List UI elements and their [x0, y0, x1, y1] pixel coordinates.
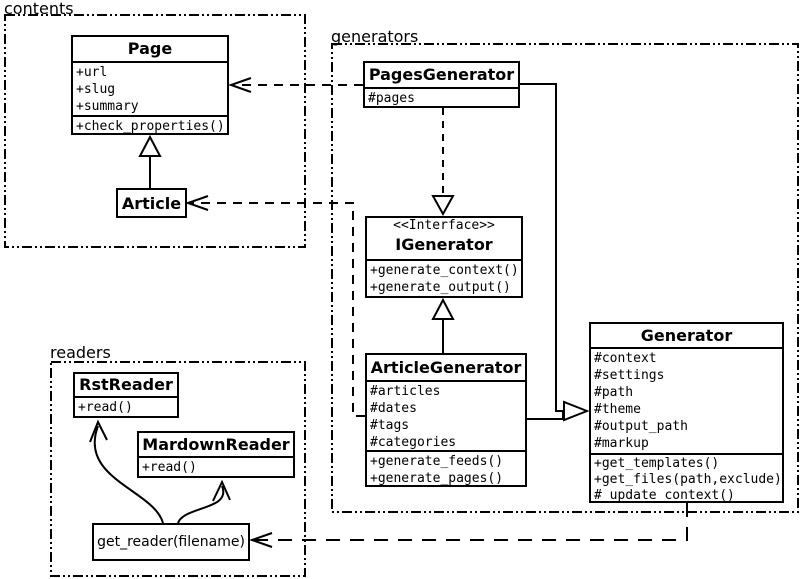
method: +read() [142, 460, 197, 475]
open-arrowhead-icon [212, 479, 231, 502]
hollow-triangle-icon [138, 134, 162, 157]
class-page-title: Page [73, 37, 227, 63]
attribute: #pages [368, 91, 415, 106]
open-arrowhead-icon [89, 419, 108, 443]
open-arrowhead-icon [227, 77, 252, 93]
attribute: #context [594, 351, 657, 366]
class-generator: Generator #context #settings #path #them… [589, 322, 784, 503]
class-igenerator: <<Interface>> IGenerator +generate_conte… [365, 216, 523, 298]
class-mardownreader: MardownReader +read() [137, 431, 295, 478]
class-igenerator-name: IGenerator [395, 235, 493, 254]
attribute: #markup [594, 436, 649, 451]
package-border-generators [331, 43, 799, 513]
dependency-generator-to-getreader [248, 503, 688, 548]
method: +read() [78, 400, 133, 415]
attribute: #path [594, 385, 634, 400]
attribute: #categories [370, 435, 457, 450]
package-label-readers: readers [50, 343, 111, 362]
class-rstreader-methods: +read() [75, 398, 177, 416]
open-arrowhead-icon [184, 195, 209, 211]
method: +get_files(path,exclude) [594, 472, 782, 487]
package-border-readers [50, 361, 306, 577]
attribute: #articles [370, 384, 441, 399]
dependency-pagesgenerator-to-page [227, 77, 363, 93]
hollow-triangle-icon [563, 400, 590, 422]
class-article-title: Article [121, 193, 182, 213]
method: +generate_feeds() [370, 454, 504, 469]
class-articlegenerator-attributes: #articles #dates #tags #categories [367, 382, 525, 450]
class-rstreader-title: RstReader [75, 374, 177, 398]
class-generator-attributes: #context #settings #path #theme #output_… [591, 349, 782, 453]
attribute: #output_path [594, 419, 688, 434]
class-page-attributes: +url +slug +summary [73, 63, 227, 115]
attribute: #settings [594, 368, 665, 383]
class-rstreader: RstReader +read() [73, 372, 179, 418]
attribute: #theme [594, 402, 641, 417]
class-pagesgenerator-title: PagesGenerator [365, 63, 518, 89]
dependency-articlegenerator-to-article [184, 195, 365, 417]
package-border-contents [4, 14, 306, 248]
get-reader-node: get_reader(filename) [92, 523, 250, 561]
method: +get_templates() [594, 456, 720, 471]
method: +check_properties() [76, 119, 225, 133]
class-mardownreader-title: MardownReader [139, 433, 293, 458]
attribute: +url [76, 65, 108, 80]
arrow-getreader-to-mardownreader [177, 479, 231, 524]
class-articlegenerator-methods: +generate_feeds() +generate_pages() [367, 450, 525, 485]
realization-pagesgenerator-to-igenerator [431, 108, 455, 217]
open-arrowhead-icon [248, 532, 273, 548]
class-article: Article [116, 188, 187, 218]
method: +generate_pages() [370, 471, 504, 485]
attribute: #tags [370, 418, 410, 433]
inheritance-article-to-page [138, 134, 162, 188]
class-igenerator-title: <<Interface>> IGenerator [367, 218, 521, 261]
method: #_update_context() [594, 488, 735, 501]
class-page-methods: +check_properties() [73, 115, 227, 133]
attribute: #dates [370, 401, 417, 416]
class-generator-title: Generator [591, 324, 782, 349]
hollow-triangle-icon [431, 195, 455, 217]
class-igenerator-methods: +generate_context() +generate_output() [367, 261, 521, 296]
hollow-triangle-icon [431, 297, 455, 320]
package-label-generators: generators [331, 27, 419, 46]
attribute: +slug [76, 82, 116, 97]
package-label-contents: contents [4, 0, 74, 18]
class-pagesgenerator: PagesGenerator #pages [363, 61, 520, 108]
arrow-getreader-to-rstreader [89, 419, 164, 524]
inheritance-to-generator [520, 83, 590, 422]
interface-stereotype: <<Interface>> [393, 218, 495, 233]
class-articlegenerator: ArticleGenerator #articles #dates #tags … [365, 353, 527, 487]
method: +generate_context() [370, 263, 519, 278]
realization-articlegenerator-to-igenerator [431, 297, 455, 353]
class-generator-methods: +get_templates() +get_files(path,exclude… [591, 453, 782, 501]
class-pagesgenerator-attributes: #pages [365, 89, 518, 106]
method: +generate_output() [370, 280, 511, 295]
class-articlegenerator-title: ArticleGenerator [367, 355, 525, 382]
attribute: +summary [76, 99, 139, 114]
class-page: Page +url +slug +summary +check_properti… [71, 35, 229, 135]
class-mardownreader-methods: +read() [139, 458, 293, 476]
